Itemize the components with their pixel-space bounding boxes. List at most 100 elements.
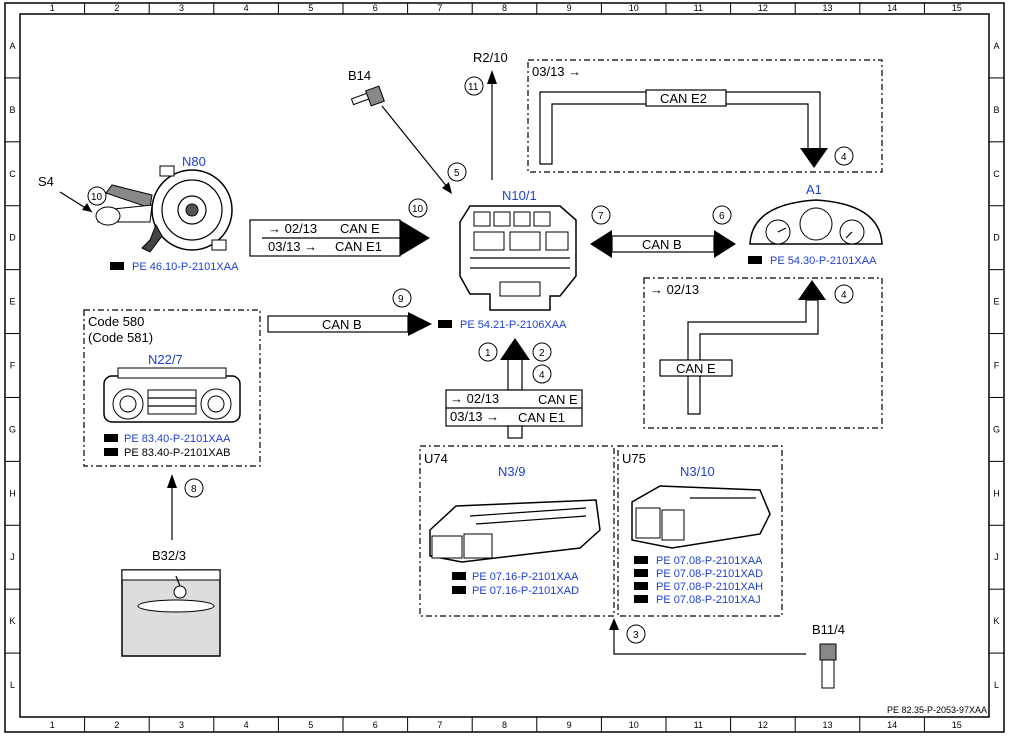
grid-row-label-right: B — [993, 105, 999, 115]
svg-text:PE 07.16-P-2101XAA: PE 07.16-P-2101XAA — [472, 571, 579, 583]
can-e-engine-version-b: 03/13 → — [450, 409, 499, 424]
b323-sensor — [121, 569, 221, 657]
grid-row-label-left: A — [9, 41, 15, 51]
b114-label: B11/4 — [812, 622, 845, 637]
svg-text:PE 07.08-P-2101XAD: PE 07.08-P-2101XAD — [656, 568, 763, 580]
grid-row-label-right: C — [993, 169, 1000, 179]
can-e-right-version: → 02/13 — [650, 282, 699, 297]
n227-ref-a: PE 83.40-P-2101XAA — [104, 433, 231, 445]
n227-control-panel — [103, 367, 241, 423]
n310-label: N3/10 — [680, 464, 715, 479]
n39-ref-a: PE 07.16-P-2101XAA — [452, 571, 579, 583]
s4-label: S4 — [38, 174, 54, 189]
can-e-engine-version-a: → 02/13 — [450, 391, 499, 406]
grid-col-label-bottom: 1 — [50, 720, 55, 730]
n39-label: N3/9 — [498, 464, 525, 479]
can-b-a1-wire — [590, 230, 736, 258]
can-b-n227-wire — [267, 312, 432, 336]
r210-label: R2/10 — [473, 50, 508, 65]
grid-col-label-bottom: 10 — [629, 720, 639, 730]
grid-col-label-top: 1 — [50, 3, 55, 13]
grid-row-label-right: H — [993, 488, 1000, 498]
can-e-right-box — [643, 277, 883, 429]
grid-row-label-left: C — [9, 169, 16, 179]
grid-col-label-top: 15 — [952, 3, 962, 13]
grid-row-label-right: L — [994, 680, 999, 690]
grid-row-label-right: A — [993, 41, 999, 51]
can-e-n80-version-a: → 02/13 — [268, 221, 317, 236]
grid-labels: 1122334455667788991010111112121313141415… — [5, 3, 1004, 732]
can-b-n227-label: CAN B — [322, 317, 362, 332]
grid-col-label-top: 13 — [822, 3, 832, 13]
grid-row-label-left: G — [9, 424, 16, 434]
b14-sensor — [350, 85, 385, 107]
can-e-engine-bus-b: CAN E1 — [518, 410, 565, 425]
svg-text:PE 46.10-P-2101XAA: PE 46.10-P-2101XAA — [132, 261, 239, 273]
can-e-engine-wire — [445, 338, 583, 439]
can-e-right-label: CAN E — [676, 361, 716, 376]
signal-10-a: 10 — [91, 192, 103, 203]
n310-ref-d: PE 07.08-P-2101XAJ — [634, 594, 761, 606]
grid-row-label-right: K — [993, 616, 999, 626]
code-580-label: Code 580 — [88, 314, 144, 329]
grid-col-label-top: 3 — [179, 3, 184, 13]
a1-cluster — [749, 199, 883, 245]
n310-ref-b: PE 07.08-P-2101XAD — [634, 568, 763, 580]
svg-text:PE 54.30-P-2101XAA: PE 54.30-P-2101XAA — [770, 255, 877, 267]
grid-row-label-right: D — [993, 233, 1000, 243]
can-e2-version: 03/13 → — [532, 64, 581, 79]
grid-col-label-bottom: 5 — [308, 720, 313, 730]
u75-box — [617, 445, 783, 617]
signal-7: 7 — [598, 211, 604, 222]
signal-4-b: 4 — [841, 290, 847, 301]
grid-col-label-bottom: 12 — [758, 720, 768, 730]
b114-sensor — [819, 643, 837, 689]
n39-ref-b: PE 07.16-P-2101XAD — [452, 585, 579, 597]
signal-1: 1 — [485, 348, 491, 359]
grid-row-label-left: F — [10, 361, 16, 371]
svg-text:PE 07.08-P-2101XAH: PE 07.08-P-2101XAH — [656, 581, 763, 593]
grid-col-label-bottom: 14 — [887, 720, 897, 730]
signal-2: 2 — [539, 348, 545, 359]
grid-col-label-bottom: 4 — [244, 720, 249, 730]
b14-label: B14 — [348, 68, 371, 83]
grid-row-label-right: G — [993, 424, 1000, 434]
n227-label: N22/7 — [148, 352, 183, 367]
can-b-a1-label: CAN B — [642, 237, 682, 252]
grid-col-label-top: 4 — [244, 3, 249, 13]
n80-label: N80 — [182, 154, 206, 169]
can-e-n80-bus-b: CAN E1 — [335, 239, 382, 254]
signal-9: 9 — [398, 294, 404, 305]
can-e-n80-wire — [249, 219, 430, 257]
n101-label: N10/1 — [502, 188, 537, 203]
grid-row-label-right: J — [994, 552, 999, 562]
grid-col-label-bottom: 3 — [179, 720, 184, 730]
grid-col-label-bottom: 9 — [567, 720, 572, 730]
can-e-engine-bus-a: CAN E — [538, 392, 578, 407]
u74-label: U74 — [424, 451, 448, 466]
signal-5: 5 — [454, 168, 460, 179]
grid-col-label-top: 9 — [567, 3, 572, 13]
grid-col-label-top: 2 — [114, 3, 119, 13]
b323-label: B32/3 — [152, 548, 186, 563]
signal-8: 8 — [191, 484, 197, 495]
signal-3: 3 — [633, 630, 639, 641]
n310-ref-c: PE 07.08-P-2101XAH — [634, 581, 763, 593]
grid-row-label-left: J — [10, 552, 15, 562]
grid-col-label-top: 14 — [887, 3, 897, 13]
grid-col-label-top: 6 — [373, 3, 378, 13]
grid-col-label-top: 8 — [502, 3, 507, 13]
inner-frame — [19, 13, 990, 718]
can-e2-label: CAN E2 — [660, 91, 707, 106]
signal-11: 11 — [468, 82, 479, 93]
svg-text:PE 83.40-P-2101XAB: PE 83.40-P-2101XAB — [124, 447, 230, 459]
grid-col-label-bottom: 2 — [114, 720, 119, 730]
grid-col-label-bottom: 6 — [373, 720, 378, 730]
grid-col-label-top: 7 — [437, 3, 442, 13]
grid-row-label-right: F — [994, 361, 1000, 371]
n101-ref: PE 54.21-P-2106XAA — [438, 319, 567, 331]
can-e2-box — [527, 59, 883, 173]
grid-col-label-top: 5 — [308, 3, 313, 13]
grid-row-label-left: D — [9, 233, 16, 243]
